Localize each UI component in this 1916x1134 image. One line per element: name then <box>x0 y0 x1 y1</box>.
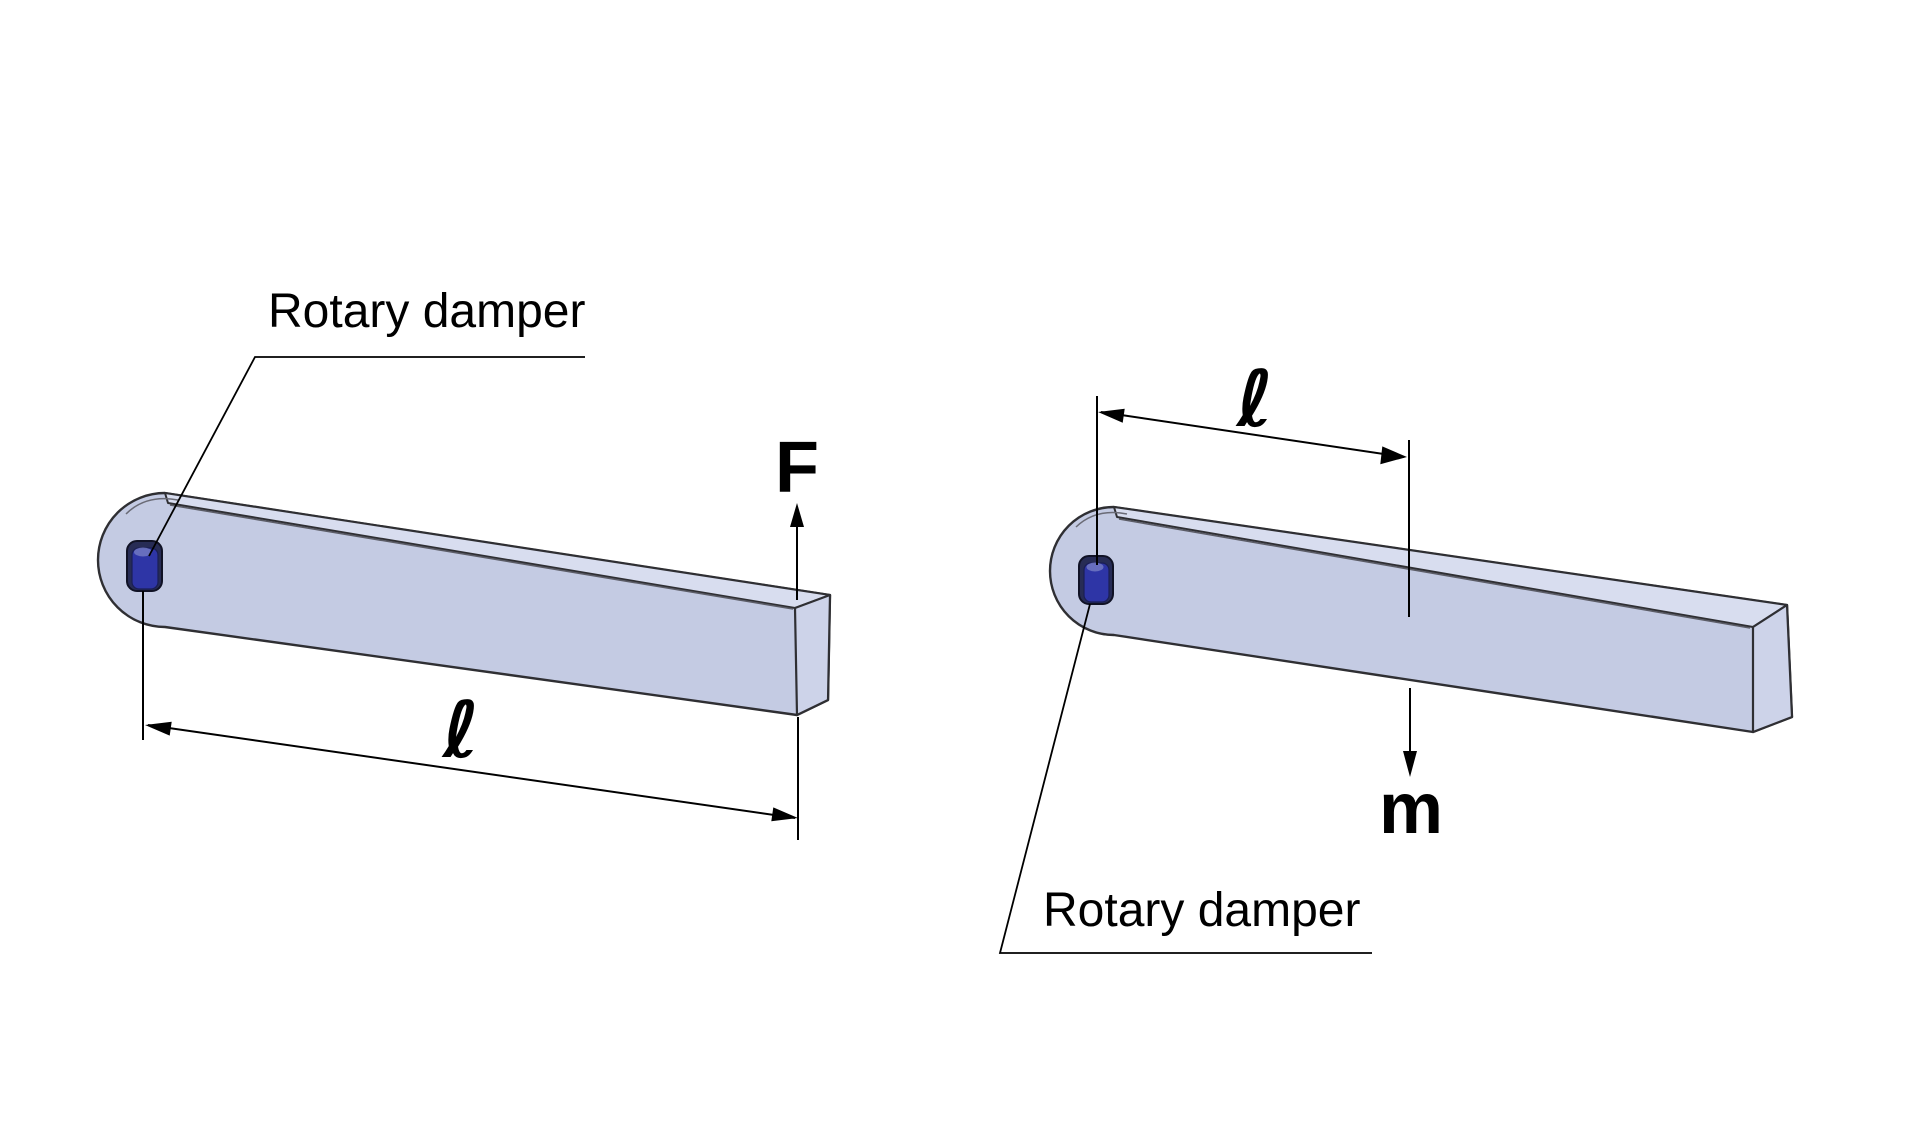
right-bar-front-face <box>1048 505 1794 734</box>
right-dimension-arrowhead-left <box>1098 408 1125 423</box>
left-diagram: Rotary damper F ℓ <box>96 285 832 840</box>
right-damper-label: Rotary damper <box>1043 884 1360 937</box>
right-leader-line <box>998 603 1372 954</box>
left-length-label: ℓ <box>441 686 480 776</box>
left-force-label: F <box>775 428 819 508</box>
right-dimension-arrowhead-right <box>1380 446 1407 465</box>
left-bar-bevel-edge <box>169 504 794 610</box>
left-damper-label: Rotary damper <box>268 285 585 338</box>
right-diagram: ℓ m Rotary damper <box>998 355 1794 954</box>
right-mass-label: m <box>1379 769 1443 849</box>
right-bar-bevel-edge <box>1118 518 1751 629</box>
left-leader-line <box>148 356 585 557</box>
left-bar-front-face <box>96 491 832 717</box>
left-dimension-line <box>147 724 796 819</box>
left-force-arrowhead <box>790 503 804 527</box>
right-dimension-line <box>1100 411 1405 458</box>
left-dimension-arrowhead-right <box>771 807 798 822</box>
right-mass-arrowhead <box>1403 751 1417 777</box>
right-rotary-damper <box>1078 555 1114 605</box>
right-bar-end-face <box>1751 603 1794 734</box>
left-bar-end-face <box>793 593 832 717</box>
right-length-label: ℓ <box>1235 355 1274 445</box>
left-bar-cap-rim <box>125 497 179 515</box>
right-bar-cap-rim <box>1075 511 1128 528</box>
left-dimension-arrowhead-left <box>145 721 172 736</box>
left-rotary-damper <box>126 540 163 592</box>
